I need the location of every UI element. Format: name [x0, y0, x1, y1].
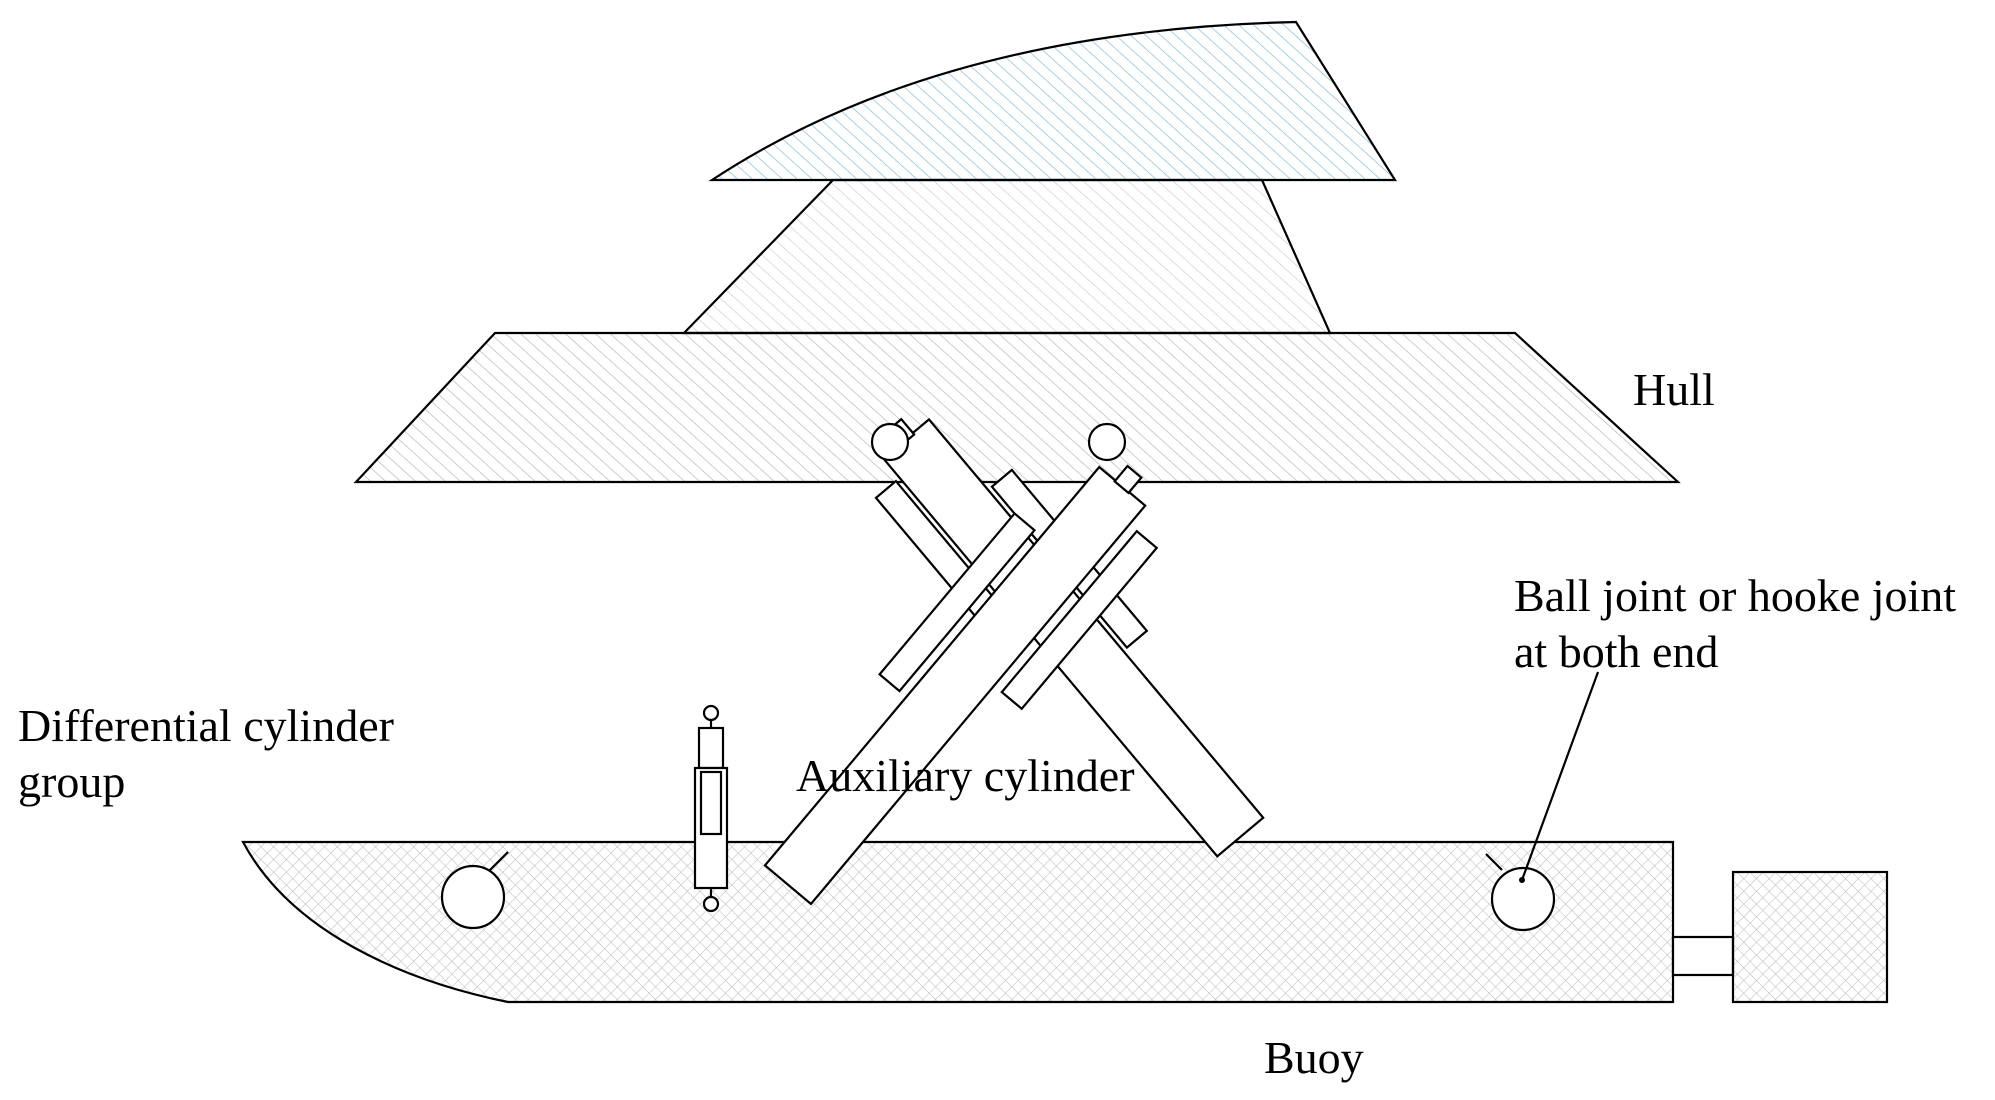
- label-ball-joint-line2: at both end: [1514, 626, 1719, 677]
- label-ball-joint-line1: Ball joint or hooke joint: [1514, 570, 1957, 621]
- ball-joint-left-top: [870, 422, 910, 462]
- buoy-connector: [1671, 935, 1735, 977]
- label-auxiliary-cylinder: Auxiliary cylinder: [796, 750, 1135, 801]
- label-differential-line1: Differential cylinder: [18, 700, 394, 751]
- left-lower-rod: [489, 851, 509, 871]
- buoy-body: [241, 840, 1675, 1004]
- hull-fin: [708, 20, 1397, 182]
- hull-body: [353, 331, 1681, 484]
- label-differential-cylinder: Differential cylinder group: [18, 698, 394, 810]
- label-ball-joint: Ball joint or hooke joint at both end: [1514, 568, 1956, 680]
- label-buoy: Buoy: [1264, 1032, 1364, 1083]
- ball-joint-left-bottom: [440, 864, 506, 930]
- right-lower-rod: [1485, 853, 1503, 871]
- hull-mast: [681, 178, 1332, 335]
- right-differential-cylinder: [763, 464, 1159, 906]
- ball-joint-right-bottom: [1490, 866, 1556, 932]
- label-differential-line2: group: [18, 756, 126, 807]
- ball-joint-leader: [1520, 671, 1600, 881]
- auxiliary-cylinder: [693, 704, 729, 913]
- buoy-end-box: [1731, 870, 1889, 1004]
- ball-joint-right-top: [1087, 422, 1127, 462]
- label-hull: Hull: [1633, 364, 1715, 415]
